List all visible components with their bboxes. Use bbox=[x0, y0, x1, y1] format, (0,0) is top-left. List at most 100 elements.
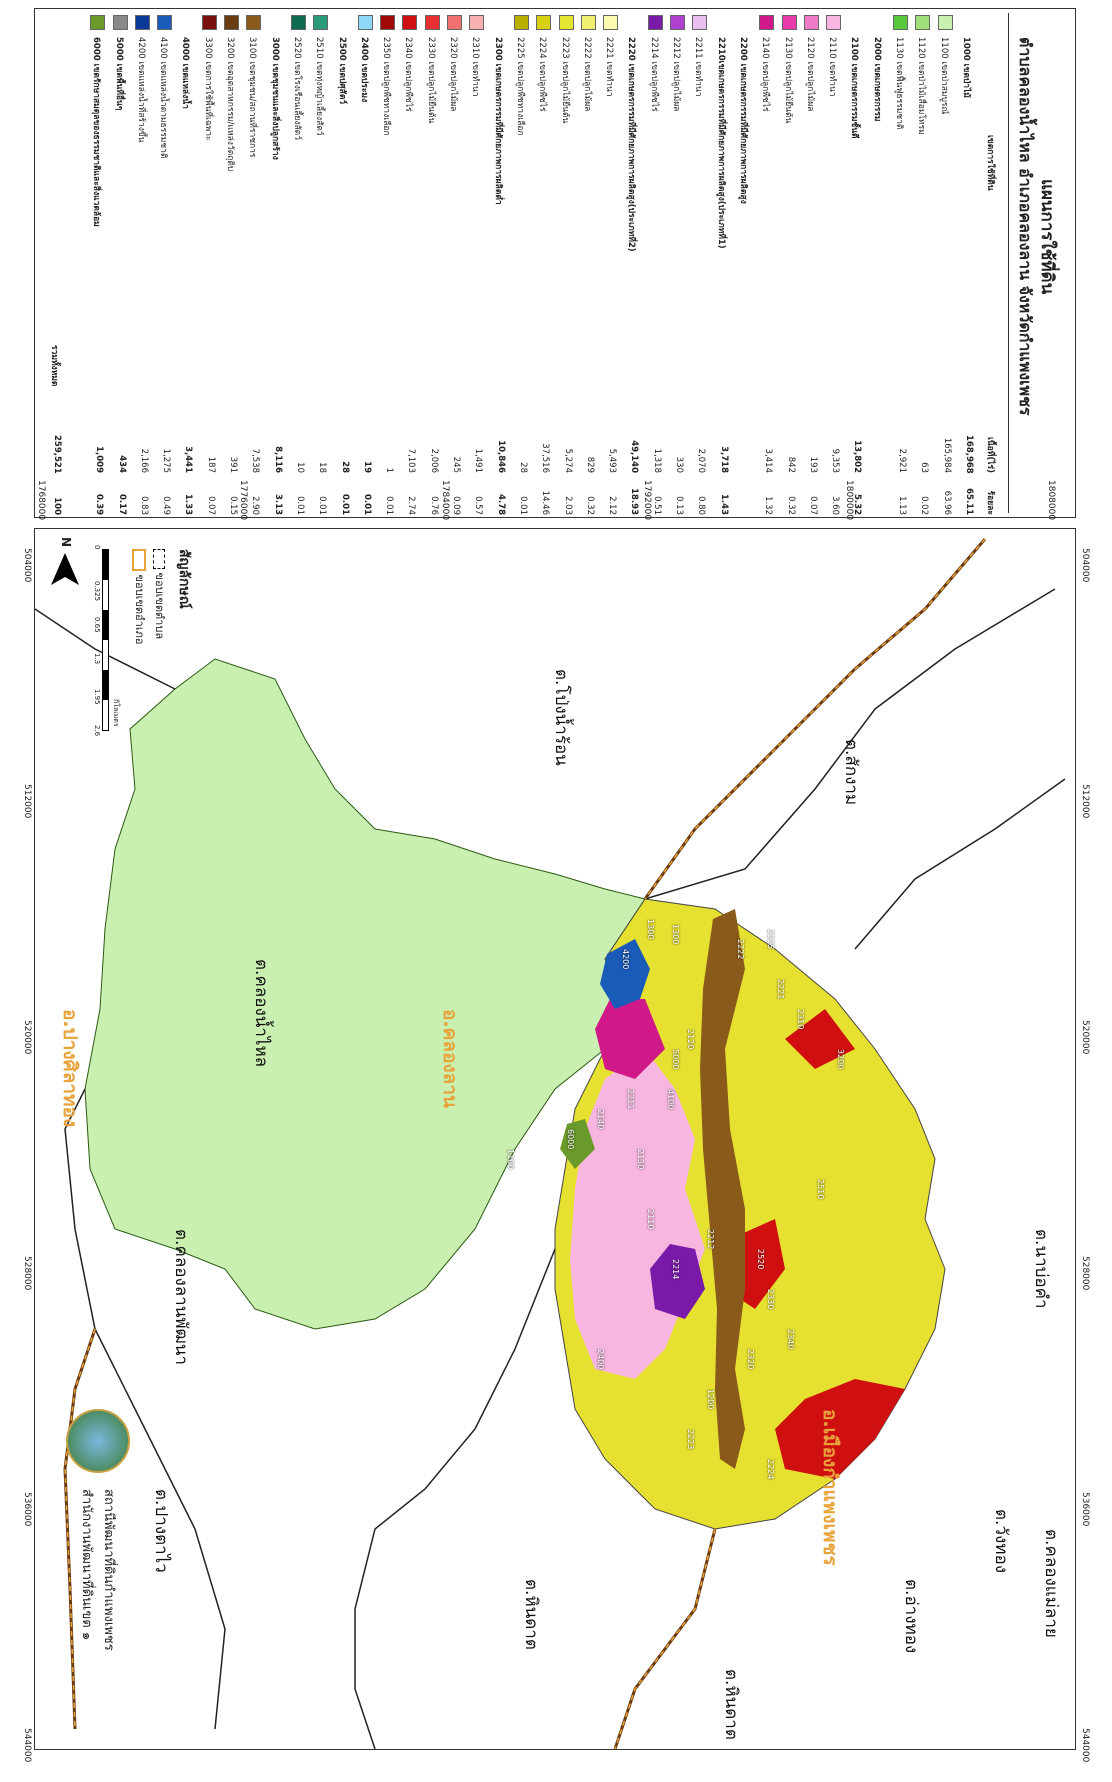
zone-code-label: 2211 bbox=[626, 1089, 635, 1110]
legend-label: 4200 เขตแหล่งน้ำที่สร้างขึ้น bbox=[135, 37, 146, 143]
total-area: 259,521 bbox=[52, 435, 62, 474]
zone-code-label: 2120 bbox=[686, 1029, 695, 1050]
legend-area: 193 bbox=[807, 456, 818, 473]
amphoe-label: อ.ปางศิลาทอง bbox=[59, 1009, 81, 1128]
legend-label: 2330 เขตปลูกไม้ยืนต้น bbox=[425, 37, 436, 124]
tambon-label: ต.คลองแม่ลาย bbox=[1041, 1529, 1061, 1638]
zone-code-label: 1100 bbox=[506, 1149, 515, 1170]
conservation-zone-6000 bbox=[560, 1119, 595, 1169]
legend-pct: 0.01 bbox=[361, 494, 372, 515]
zone-code-label: 2212 bbox=[706, 1229, 715, 1250]
scale-bar-graphic bbox=[102, 549, 109, 731]
legend-area: 13,802 bbox=[852, 440, 863, 473]
legend-label: 2300 เขตเกษตรกรรมที่มีศักยภาพการผลิตต่ำ bbox=[492, 37, 503, 205]
legend-pct: 2.12 bbox=[607, 496, 618, 515]
map-canvas bbox=[35, 538, 1066, 1749]
scale-tick-label: 0.65 bbox=[93, 617, 101, 633]
legend-pct: 3.60 bbox=[830, 496, 841, 515]
tambon-boundary-2 bbox=[854, 778, 1066, 950]
legend-area: 3,441 bbox=[183, 446, 194, 473]
scale-tick-label: 2.6 bbox=[93, 725, 101, 737]
legend-pct: 0.76 bbox=[428, 496, 439, 515]
zone-code-label: 2340 bbox=[786, 1329, 795, 1350]
water-zone-4200 bbox=[600, 939, 650, 1009]
zone-code-label: 2130 bbox=[636, 1149, 645, 1170]
legend-area: 2,921 bbox=[897, 448, 908, 473]
tambon-label: ต.วังทอง bbox=[991, 1509, 1011, 1574]
legend-swatch bbox=[692, 15, 708, 30]
tambon-label: ต.ปางตาไว bbox=[151, 1489, 171, 1573]
legend-pct: 3.13 bbox=[272, 494, 283, 515]
legend-pct: 1.43 bbox=[718, 494, 729, 515]
legend-col-area: เนื้อที่(ไร่) bbox=[985, 436, 995, 473]
legend-label: 3000 เขตชุมชนและสิ่งปลูกสร้าง bbox=[269, 37, 280, 160]
amphoe-boundary-2b bbox=[64, 1328, 96, 1730]
legend-area: 37,516 bbox=[540, 443, 551, 473]
legend-pct: 0.49 bbox=[161, 496, 172, 515]
legend-label: 2223 เขตปลูกไม้ยืนต้น bbox=[559, 37, 570, 124]
y-coordinate-label: 1792000 bbox=[642, 480, 652, 521]
tambon-boundary-5 bbox=[35, 608, 176, 690]
legend-swatch bbox=[447, 15, 463, 30]
legend-pct: 0.09 bbox=[451, 496, 462, 515]
legend-label: 2350 เขตปลูกพืชทางเลือก bbox=[381, 37, 392, 136]
legend-swatch bbox=[558, 15, 574, 30]
legend-swatch bbox=[357, 15, 373, 30]
tambon-boundary-4 bbox=[354, 1248, 556, 1749]
legend-area: 829 bbox=[584, 456, 595, 473]
legend-pct: 4.78 bbox=[495, 494, 506, 515]
legend-area: 330 bbox=[674, 456, 685, 473]
legend-area: 28 bbox=[518, 462, 528, 473]
legend-pct: 0.57 bbox=[473, 496, 484, 515]
legend-swatch bbox=[402, 15, 418, 30]
symbol-label: ขอบเขตตำบล bbox=[153, 572, 166, 640]
legend-pct: 1.13 bbox=[897, 496, 908, 515]
map-panel: ต.โป่งน้ำร้อน ต.สักงาม ต.คลองน้ำไหล ต.คล… bbox=[34, 528, 1076, 1750]
legend-pct: 63.96 bbox=[941, 490, 952, 515]
symbol-title: สัญลักษณ์ bbox=[176, 549, 192, 609]
zone-code-label: 2510 bbox=[816, 1179, 825, 1200]
legend-area: 18 bbox=[317, 462, 328, 473]
legend-label: 2510 เขตทุ่งหญ้าเลี้ยงสัตว์ bbox=[314, 37, 325, 136]
legend-swatch bbox=[469, 15, 485, 30]
legend-area: 1,009 bbox=[94, 446, 105, 473]
legend-label: 2225 เขตปลูกพืชทางเลือก bbox=[515, 37, 525, 136]
legend-label: 2000 เขตเกษตรกรรม bbox=[871, 37, 882, 122]
legend-label: 2221 เขตทำนา bbox=[604, 37, 615, 97]
legend-swatch bbox=[580, 15, 596, 30]
legend-pct: 0.01 bbox=[317, 496, 328, 515]
amphoe-boundary-3 bbox=[613, 1528, 717, 1749]
legend-area: 2,070 bbox=[696, 448, 707, 473]
legend-pct: 0.01 bbox=[384, 496, 395, 515]
legend-label: 2120 เขตปลูกไม้ผล bbox=[804, 37, 815, 112]
zone-code-label: 1300 bbox=[646, 919, 655, 940]
x-coordinate-label: 536000 bbox=[1080, 1492, 1090, 1527]
x-coordinate-label: 528000 bbox=[22, 1256, 32, 1291]
legend-pct: 0.15 bbox=[228, 496, 239, 515]
legend-area: 245 bbox=[451, 456, 462, 473]
legend-area: 28 bbox=[339, 461, 350, 473]
zone-code-label: 4100 bbox=[666, 1089, 675, 1110]
legend-pct: 0.51 bbox=[651, 496, 662, 515]
legend-pct: 2.90 bbox=[250, 496, 261, 515]
legend-swatch bbox=[246, 15, 262, 30]
legend-area: 1 bbox=[384, 467, 395, 473]
legend-pct: 0.01 bbox=[339, 494, 350, 515]
legend-pct: 1.32 bbox=[763, 496, 774, 515]
legend-pct: 65.11 bbox=[964, 488, 974, 515]
zone-code-label: 2400 bbox=[596, 1349, 605, 1370]
legend-label: 2222 เขตปลูกไม้ผล bbox=[581, 37, 592, 112]
y-coordinate-label: 1776000 bbox=[238, 480, 248, 521]
legend-label: 2224 เขตปลูกพืชไร่ bbox=[537, 37, 548, 112]
legend-pct: 1.33 bbox=[183, 494, 194, 515]
zone-code-label: 2110 bbox=[646, 1209, 655, 1230]
tambon-label: ต.นาบ่อคำ bbox=[1031, 1229, 1051, 1309]
agri-zone-2214 bbox=[650, 1244, 705, 1319]
legend-pct: 0.39 bbox=[94, 494, 105, 515]
tambon-label: ต.คลองน้ำไหล bbox=[251, 959, 271, 1068]
legend-area: 3,414 bbox=[763, 448, 774, 473]
scale-tick-label: 0 bbox=[93, 545, 101, 550]
tambon-boundary-1 bbox=[644, 588, 1056, 900]
